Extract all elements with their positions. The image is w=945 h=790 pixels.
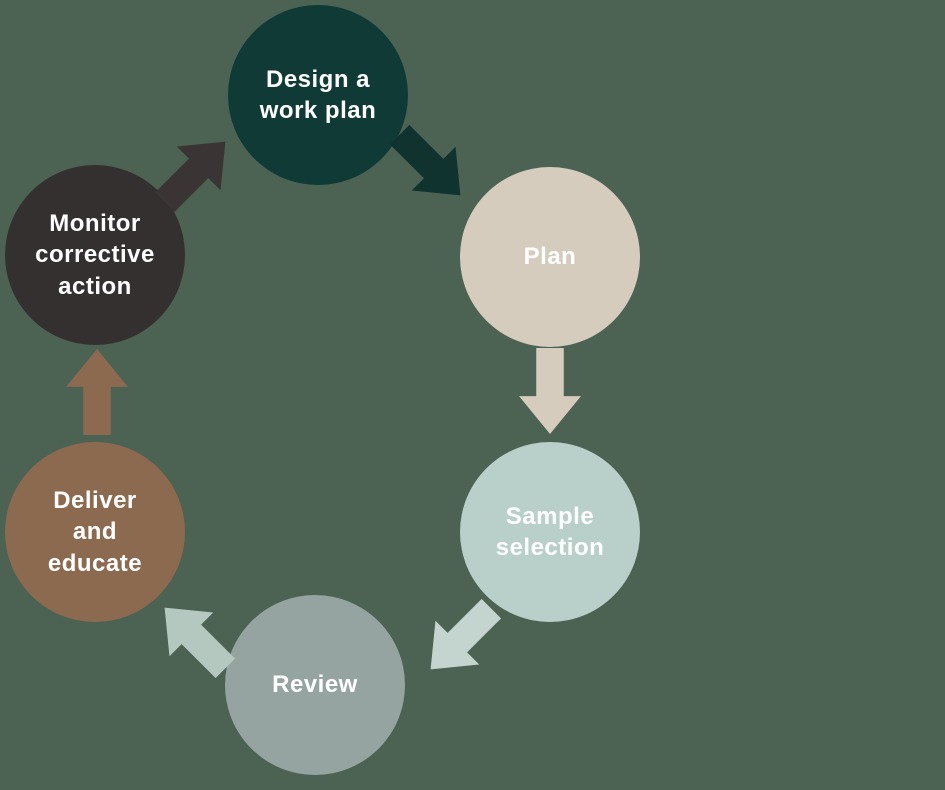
node-plan-label: Plan: [523, 243, 577, 271]
arrow-design-to-plan-icon: [375, 110, 485, 220]
node-design-work-plan-label: Design a work plan: [259, 65, 377, 124]
node-monitor-corrective-action-label: Monitor corrective action: [35, 210, 155, 300]
node-plan: Plan: [460, 167, 640, 347]
block-arrow-icon: [389, 124, 461, 196]
arrow-deliver-to-monitor-icon: [62, 349, 132, 435]
arrow-plan-to-sample-icon: [515, 348, 585, 434]
node-sample-selection-label: Sample selection: [495, 502, 605, 561]
block-arrow-icon: [154, 141, 226, 213]
arrow-sample-to-review-icon: [406, 584, 516, 694]
block-arrow-icon: [164, 607, 236, 679]
node-sample-selection: Sample selection: [460, 442, 640, 622]
node-review-label: Review: [272, 671, 358, 699]
arrow-review-to-deliver-icon: [140, 583, 250, 693]
block-arrow-icon: [430, 598, 502, 670]
node-monitor-corrective-action: Monitor corrective action: [5, 165, 185, 345]
block-arrow-icon: [66, 349, 128, 435]
block-arrow-icon: [519, 348, 581, 434]
node-deliver-and-educate-label: Deliver and educate: [47, 487, 143, 577]
node-design-work-plan: Design a work plan: [228, 5, 408, 185]
arrow-monitor-to-design-icon: [140, 117, 250, 227]
node-review: Review: [225, 595, 405, 775]
node-deliver-and-educate: Deliver and educate: [5, 442, 185, 622]
